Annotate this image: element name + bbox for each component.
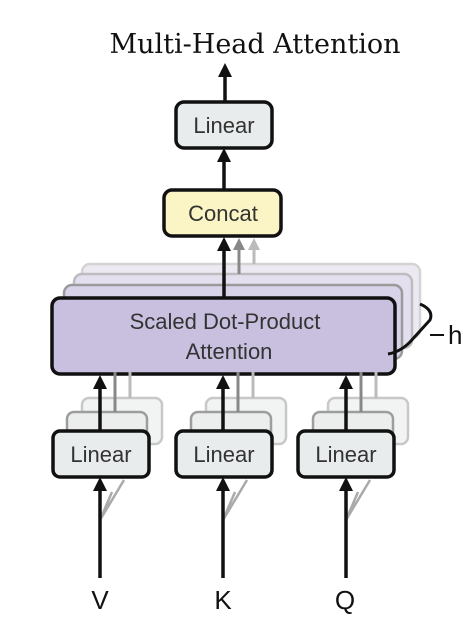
linear-q-block: Linear (296, 429, 396, 479)
linear-k-block: Linear (174, 429, 274, 479)
input-k-label: K (214, 585, 232, 615)
linear-v-block: Linear (51, 429, 151, 479)
input-v-label: V (91, 585, 109, 615)
heads-brace (387, 302, 433, 356)
heads-label: h (448, 320, 462, 350)
input-q-label: Q (335, 585, 355, 615)
linear-output-label: Linear (193, 113, 254, 138)
linear-output-block: Linear (174, 100, 274, 150)
attention-label-line1: Scaled Dot-Product (130, 309, 321, 334)
scaled-dot-product-attention-block: Scaled Dot-Product Attention (50, 296, 397, 376)
concat-box (162, 188, 283, 238)
linear-k-label: Linear (193, 442, 254, 467)
diagram-title: Multi-Head Attention (110, 29, 401, 60)
concat-label: Concat (188, 201, 258, 226)
input-v-fork (98, 479, 126, 521)
linear-q-label: Linear (315, 442, 376, 467)
linear-v-label: Linear (70, 442, 131, 467)
attention-label-line2: Attention (186, 339, 273, 364)
input-q-fork (344, 479, 372, 521)
concat-block: Concat (162, 188, 283, 238)
attention-box (50, 296, 397, 376)
input-k-fork (221, 479, 249, 521)
